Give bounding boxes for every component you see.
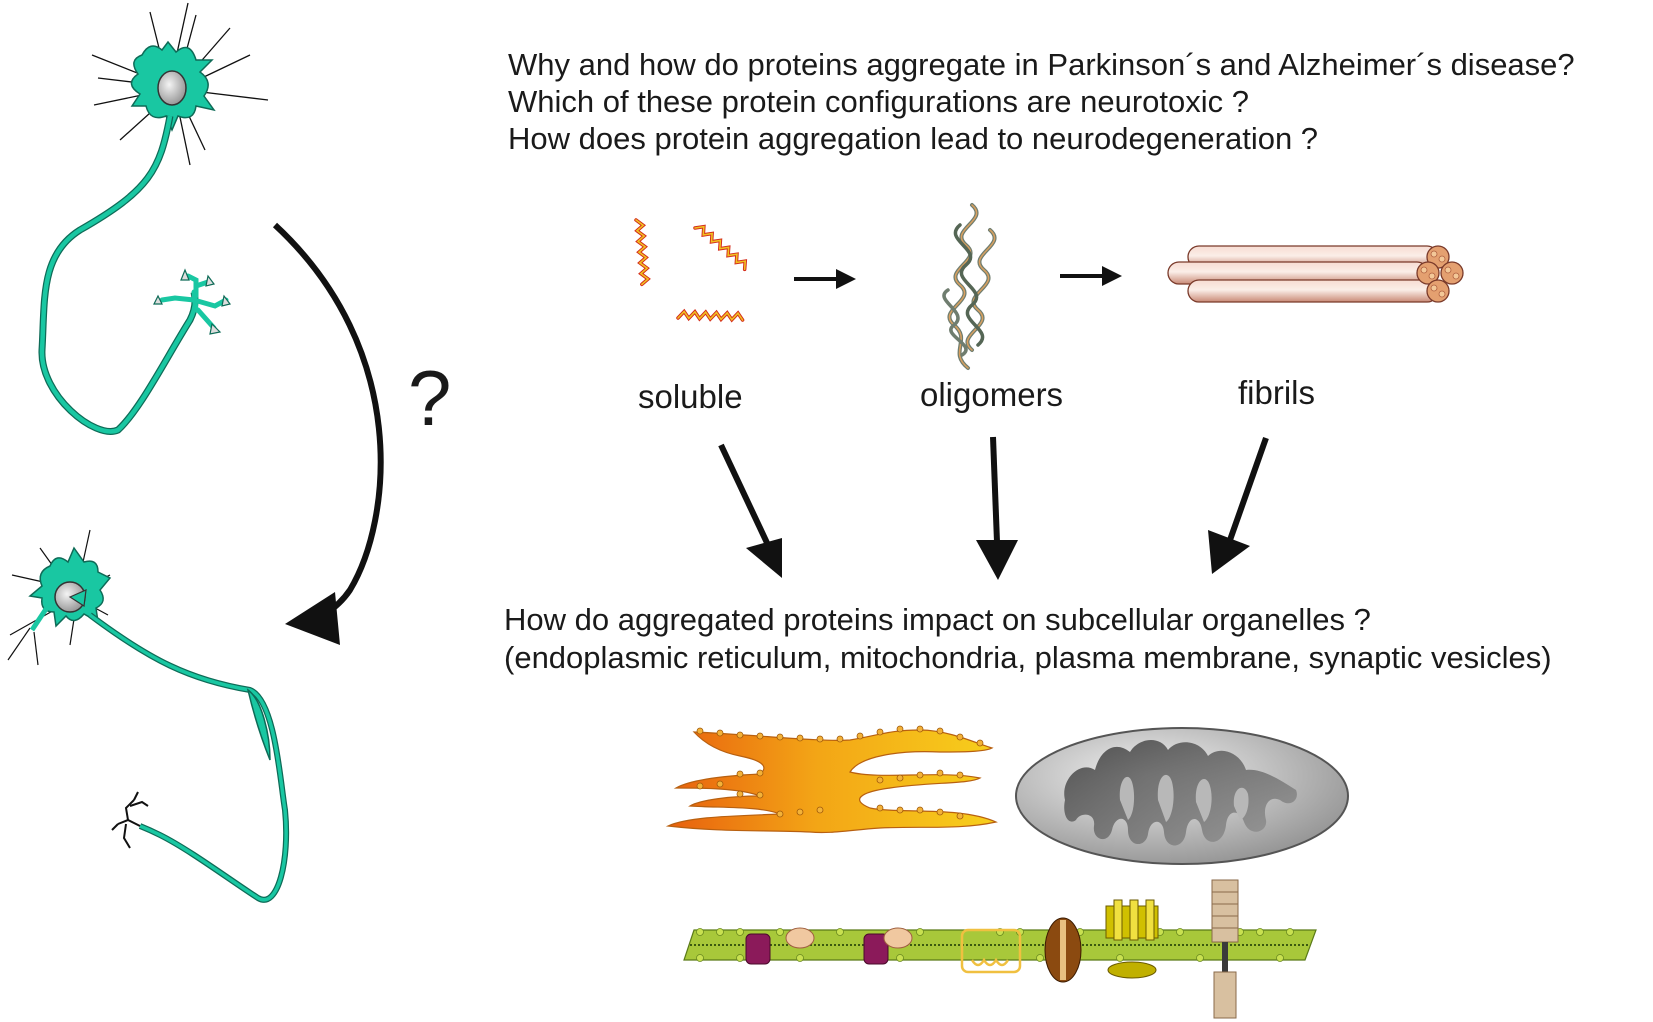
mitochondrion-icon [1015,727,1349,865]
healthy-neuron-icon [38,2,269,435]
transition-question-mark: ? [408,354,451,442]
stage-label-fibrils: fibrils [1238,374,1315,411]
impact-arrows [718,436,1269,580]
oligomer-icon [942,203,997,370]
organelle-question-line-2: (endoplasmic reticulum, mitochondria, pl… [504,640,1552,675]
degenerating-neuron-icon [7,529,290,903]
degeneration-arrow [272,222,384,645]
organelle-question-line-1: How do aggregated proteins impact on sub… [504,602,1371,637]
membrane-protein-purple-icon [745,927,913,965]
arrow-oligomers-down [976,436,1018,580]
ion-channel-icon [1044,917,1082,983]
question-line-1: Why and how do proteins aggregate in Par… [508,47,1575,82]
transmembrane-receptor-icon [1211,879,1239,1019]
arrow-soluble-down [718,443,782,578]
receptor-complex-icon [1105,899,1159,979]
alpha-helix-icon [634,218,748,323]
endoplasmic-reticulum-icon [665,725,998,834]
stage-label-oligomers: oligomers [920,376,1063,413]
plasma-membrane-icon [683,879,1317,1019]
fibril-bundle-icon [1167,245,1464,303]
arrow-fibrils-down [1208,437,1269,574]
membrane-transporter-icon [960,928,1022,974]
question-line-2: Which of these protein configurations ar… [508,84,1249,119]
stage-label-soluble: soluble [638,378,743,415]
question-line-3: How does protein aggregation lead to neu… [508,121,1318,156]
